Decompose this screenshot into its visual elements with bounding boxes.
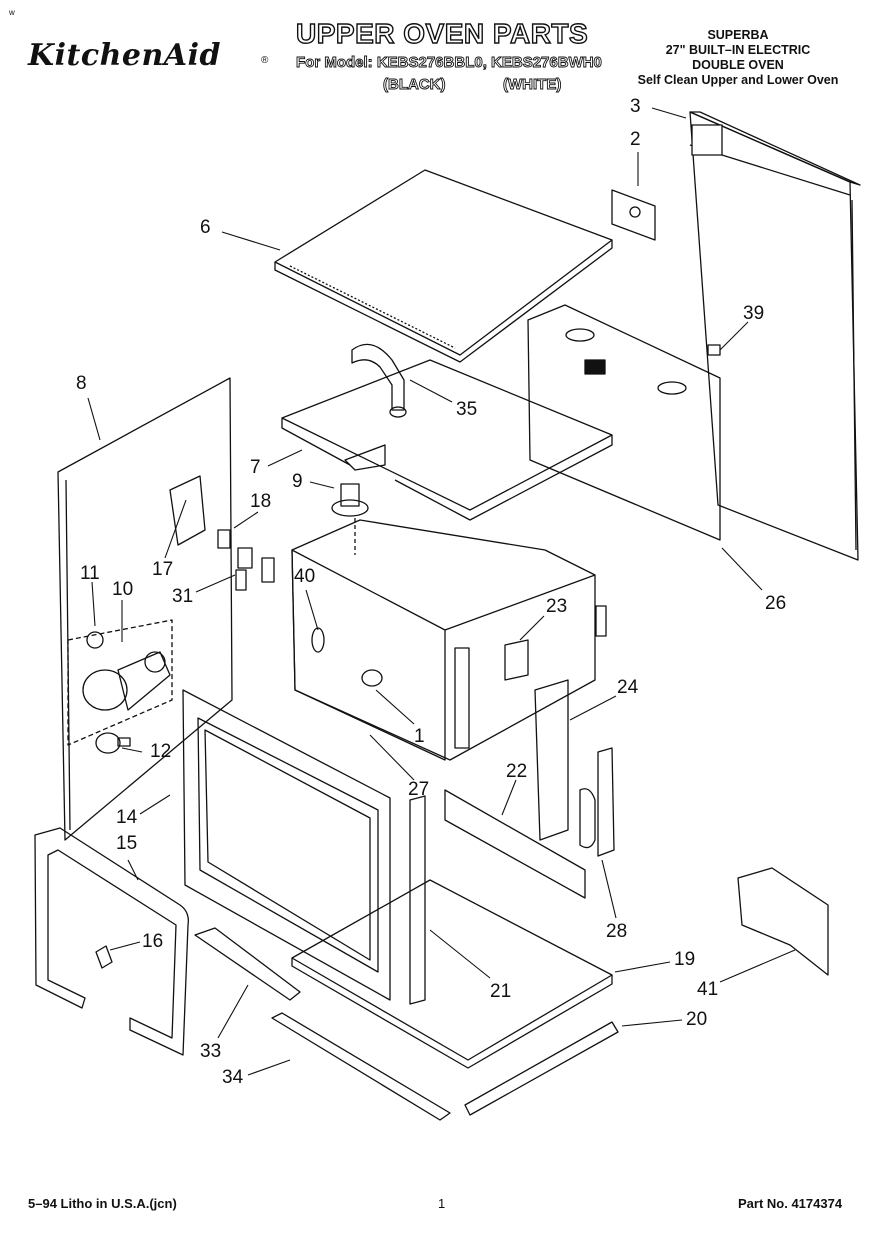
callout-9: 9 (292, 471, 303, 492)
callout-21: 21 (490, 981, 512, 1002)
strip-part-21 (409, 795, 426, 1005)
hinge-parts (444, 679, 615, 899)
clip-part-16 (95, 945, 113, 969)
callout-10: 10 (112, 579, 134, 600)
color-white-label: (WHITE) (503, 76, 562, 94)
callout-24: 24 (617, 677, 639, 698)
callout-40: 40 (294, 566, 316, 587)
callout-27: 27 (408, 779, 430, 800)
door-frame (182, 689, 391, 1001)
callout-6: 6 (200, 217, 211, 238)
callout-16: 16 (142, 931, 164, 952)
thermostat-part-9 (331, 483, 369, 555)
left-side-panel (57, 377, 233, 841)
clip-part-39 (707, 344, 721, 356)
spec-line: DOUBLE OVEN (692, 58, 784, 72)
spec-line: Self Clean Upper and Lower Oven (637, 73, 839, 87)
oven-bottom (291, 879, 613, 1069)
leader-lines (87, 107, 796, 1076)
callout-7: 7 (250, 457, 261, 478)
spec-line: SUPERBA (707, 28, 769, 42)
product-spec: SUPERBA 27" BUILT–IN ELECTRIC DOUBLE OVE… (618, 28, 858, 88)
switch-parts (169, 475, 275, 591)
callout-23: 23 (546, 596, 568, 617)
callout-19: 19 (674, 949, 696, 970)
callout-12: 12 (150, 741, 172, 762)
callout-26: 26 (765, 593, 787, 614)
callout-14: 14 (116, 807, 138, 828)
light-assembly (82, 631, 171, 754)
page-title: UPPER OVEN PARTS (295, 17, 589, 49)
right-side-panel (689, 111, 861, 561)
callout-33: 33 (200, 1041, 222, 1062)
bracket-part-41 (737, 867, 829, 976)
callout-17: 17 (152, 559, 174, 580)
bracket-part-2 (611, 189, 656, 241)
trim-parts (194, 927, 619, 1121)
vent-duct (351, 343, 407, 418)
oven-top-plate (281, 359, 613, 521)
callout-11: 11 (80, 563, 100, 584)
callout-2: 2 (630, 129, 641, 150)
callout-18: 18 (250, 491, 272, 512)
back-panel (527, 304, 721, 541)
callout-28: 28 (606, 921, 628, 942)
color-black-label: (BLACK) (383, 76, 446, 94)
callout-22: 22 (506, 761, 528, 782)
footer-page-number: 1 (438, 1196, 446, 1211)
top-panel (274, 169, 613, 363)
callout-41: 41 (697, 979, 719, 1000)
callout-20: 20 (686, 1009, 708, 1030)
door-gasket (34, 827, 189, 1056)
callout-35: 35 (456, 399, 478, 420)
footer-litho: 5–94 Litho in U.S.A.(jcn) (28, 1196, 177, 1211)
callout-15: 15 (116, 833, 138, 854)
spec-line: 27" BUILT–IN ELECTRIC (665, 43, 811, 57)
callout-31: 31 (172, 586, 194, 607)
kitchenaid-logo: KitchenAid (28, 38, 221, 73)
callout-34: 34 (222, 1067, 244, 1088)
corner-mark: w (9, 8, 15, 17)
callout-8: 8 (76, 373, 87, 394)
oven-cavity (291, 519, 607, 761)
model-line: For Model: KEBS276BBL0, KEBS276BWH0 (296, 54, 603, 72)
footer-part-number: Part No. 4174374 (738, 1196, 843, 1211)
callout-3: 3 (630, 96, 641, 117)
registered-mark: ® (261, 55, 269, 66)
callout-39: 39 (743, 303, 765, 324)
callout-1: 1 (414, 726, 425, 747)
